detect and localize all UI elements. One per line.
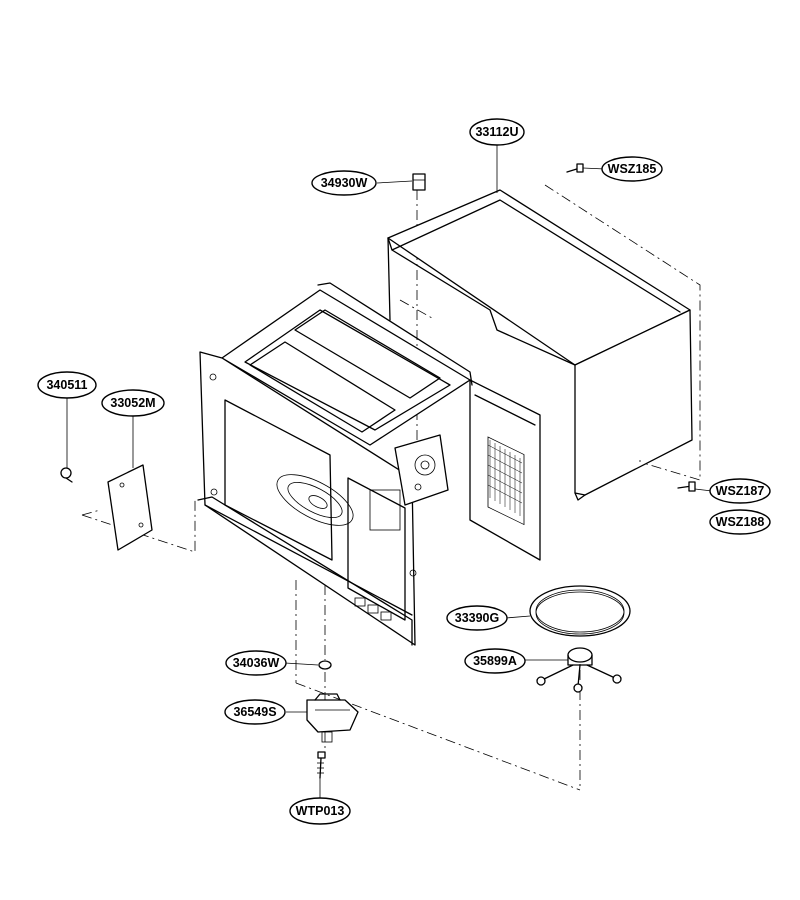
- part-number: 35899A: [473, 654, 517, 668]
- part-number: WSZ188: [716, 515, 765, 529]
- leader-lines: [66, 145, 713, 798]
- screw-wsz185: [566, 163, 584, 173]
- part-number: 34036W: [233, 656, 280, 670]
- part-number: WTP013: [296, 804, 345, 818]
- label-WSZ185: WSZ185: [601, 156, 663, 182]
- turntable-roller: [536, 647, 622, 693]
- label-33390G: 33390G: [446, 605, 508, 631]
- part-number: 33052M: [110, 396, 155, 410]
- label-340511: 340511: [37, 371, 97, 399]
- coupler: [318, 660, 332, 670]
- latch-part: [412, 173, 426, 191]
- part-number: 34930W: [321, 176, 368, 190]
- outer-cabinet: [387, 189, 693, 501]
- label-33112U: 33112U: [469, 118, 525, 146]
- screw-wsz187: [677, 481, 696, 492]
- label-WSZ187: WSZ187: [709, 478, 771, 504]
- cover-plate: [107, 464, 153, 551]
- turntable-tray: [529, 585, 631, 637]
- label-35899A: 35899A: [464, 648, 526, 674]
- part-number: 33112U: [475, 125, 518, 139]
- part-number: 340511: [46, 378, 87, 392]
- screw-340511: [60, 467, 73, 483]
- part-number: WSZ185: [608, 162, 657, 176]
- part-number: 33390G: [455, 611, 499, 625]
- screw-wtp013: [317, 751, 326, 779]
- part-number: 36549S: [233, 705, 276, 719]
- label-WSZ188: WSZ188: [709, 509, 771, 535]
- label-34930W: 34930W: [311, 170, 377, 196]
- label-36549S: 36549S: [224, 699, 286, 725]
- inner-chassis: [197, 282, 541, 646]
- part-number: WSZ187: [716, 484, 765, 498]
- label-33052M: 33052M: [101, 389, 165, 417]
- label-WTP013: WTP013: [289, 797, 351, 825]
- label-34036W: 34036W: [225, 650, 287, 676]
- turntable-motor: [306, 693, 359, 743]
